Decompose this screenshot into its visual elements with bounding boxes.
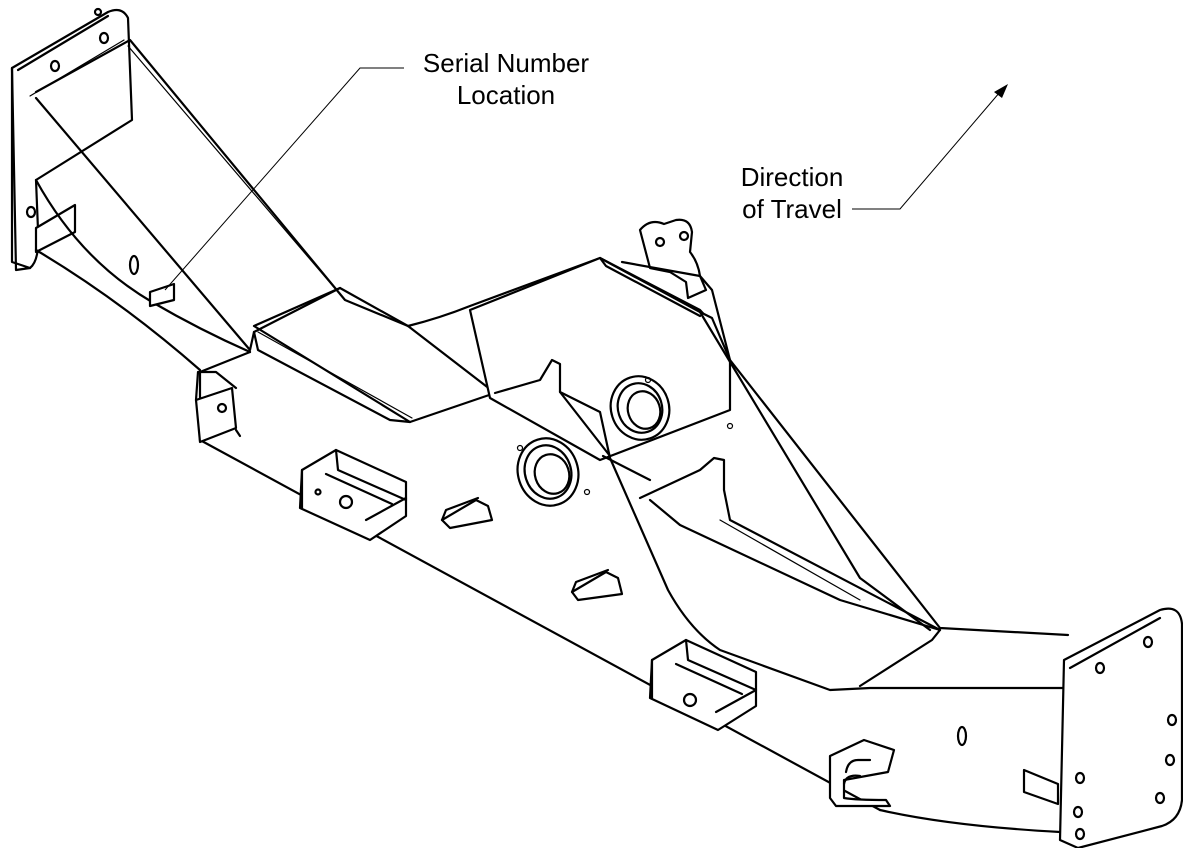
serial-number-leader-line [164,67,404,291]
right-end-plate [878,607,1183,850]
direction-label-line1: Direction [741,162,844,192]
wedge-block-2 [570,568,624,602]
centre-raised-section [468,218,732,462]
direction-arrow-line [852,91,1001,210]
centre-trough-right [638,310,1070,688]
right-fork-bracket [828,738,896,808]
front-bearing-boss [516,437,591,507]
serial-number-callout: Serial Number Location [164,48,590,291]
serial-number-label-line1: Serial Number [423,48,590,78]
wedge-block-1 [440,496,494,530]
serial-number-label-line2: Location [457,80,555,110]
direction-label-line2: of Travel [742,194,842,224]
direction-callout: Direction of Travel [741,84,1008,224]
left-riser [34,38,410,442]
direction-arrowhead-icon [994,84,1008,98]
strap-bracket-left [298,448,408,542]
strap-bracket-right [648,638,758,732]
rear-bearing-boss [609,375,734,441]
serial-number-plate [148,282,176,308]
left-mount-pad [194,370,238,444]
